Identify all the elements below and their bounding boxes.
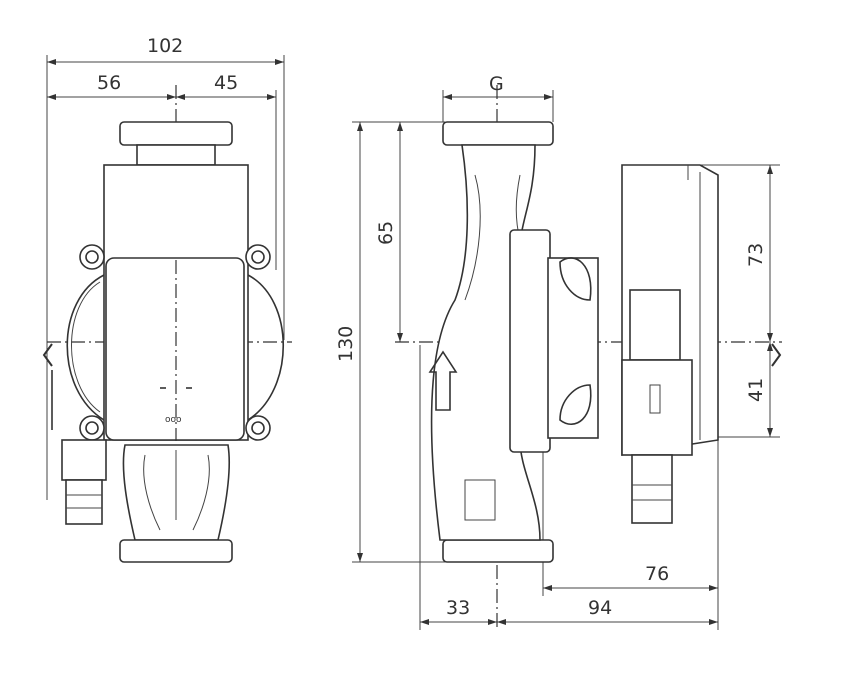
dim-130: 130 [335, 326, 357, 362]
front-view: ooo [46, 55, 292, 563]
dim-33: 33 [446, 597, 470, 619]
dim-65: 65 [375, 221, 397, 245]
previous-image-button[interactable] [38, 340, 60, 370]
dim-76: 76 [645, 563, 669, 585]
next-image-button[interactable] [766, 340, 788, 370]
dim-45: 45 [214, 72, 238, 94]
dim-102: 102 [147, 35, 183, 57]
dim-73: 73 [745, 243, 767, 267]
chevron-left-icon [42, 343, 53, 367]
dim-41: 41 [745, 378, 767, 402]
chevron-right-icon [771, 343, 782, 367]
dim-94: 94 [588, 597, 612, 619]
side-view [352, 85, 782, 630]
svg-text:ooo: ooo [165, 415, 182, 425]
dim-56: 56 [97, 72, 121, 94]
dim-g: G [489, 73, 504, 95]
flow-arrow-icon [428, 350, 458, 411]
